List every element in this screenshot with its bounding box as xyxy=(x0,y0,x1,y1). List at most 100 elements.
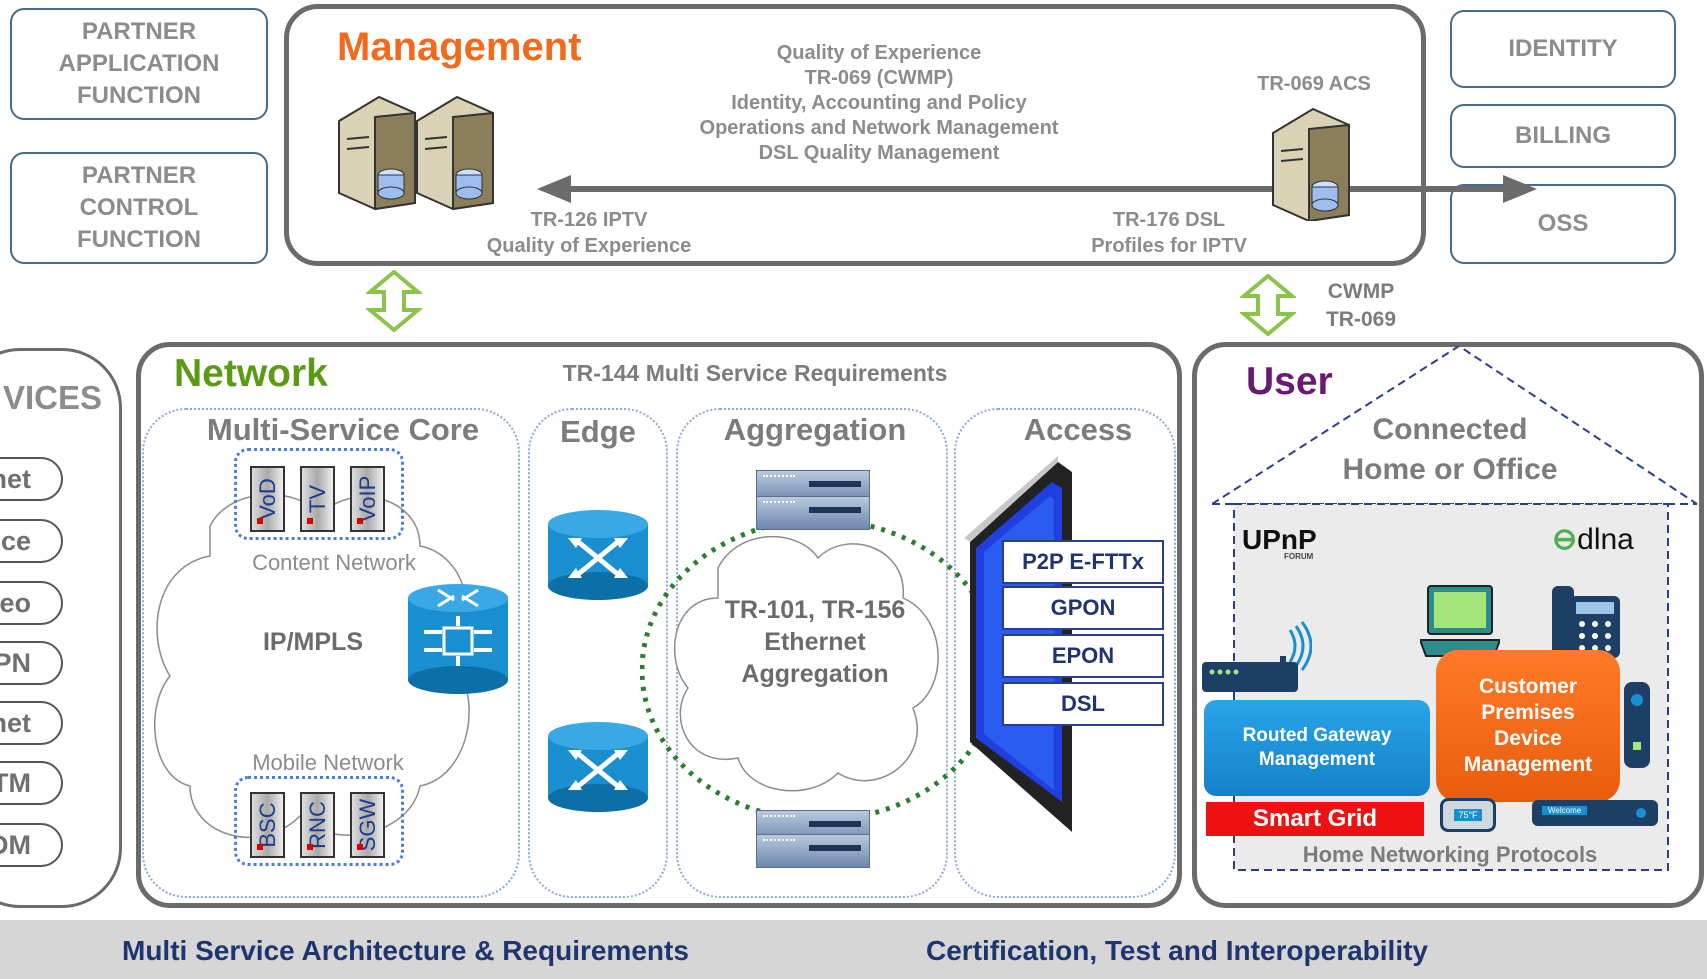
rnc-button: RNC xyxy=(300,792,335,858)
home-networking-protocols-label: Home Networking Protocols xyxy=(1302,842,1598,867)
tr126-line2: Quality of Experience xyxy=(486,235,692,257)
oss-box: OSS xyxy=(1450,184,1676,264)
voip-label: VoIP xyxy=(354,475,380,523)
rnc-label: RNC xyxy=(304,801,330,849)
content-network-group xyxy=(234,448,404,540)
tr176-line2: Profiles for IPTV xyxy=(1091,235,1247,257)
edge-router-bottom-icon xyxy=(548,722,648,812)
agg-switch-bottom-2 xyxy=(756,834,870,868)
settop-led xyxy=(1636,808,1646,818)
mgmt-network-arrow-icon xyxy=(366,270,422,332)
mobile-network-group xyxy=(234,776,404,866)
core-router-icon xyxy=(408,584,508,694)
agg-switch-top-2 xyxy=(756,496,870,530)
edge-zone xyxy=(528,408,668,898)
voip-button: VoIP xyxy=(350,466,385,532)
aggregation-cloud-icon xyxy=(673,536,939,792)
sgw-button: SGW xyxy=(350,792,385,858)
oss-label: OSS xyxy=(1537,210,1589,237)
identity-box: IDENTITY xyxy=(1450,10,1676,88)
partner-ctrl-line2: CONTROL xyxy=(79,194,199,221)
footer-bar xyxy=(0,920,1707,979)
tv-label: TV xyxy=(304,484,330,514)
core-zone xyxy=(142,408,520,898)
service-item-4: VPN xyxy=(0,641,63,685)
acs-label: TR-069 ACS xyxy=(1257,73,1371,95)
mobile-network-label: Mobile Network xyxy=(252,750,404,775)
management-panel: Management Quality of Experience TR-069 … xyxy=(284,4,1537,266)
access-epon: EPON xyxy=(1002,634,1164,678)
billing-box: BILLING xyxy=(1450,104,1676,168)
tr126-label: TR-126 IPTV Quality of Experience xyxy=(469,207,709,259)
smart-grid-banner: Smart Grid xyxy=(1206,802,1424,836)
core-zone-title: Multi-Service Core xyxy=(206,412,480,447)
footer-right-text: Certification, Test and Interoperability xyxy=(926,935,1429,966)
tr126-line1: TR-126 IPTV xyxy=(530,209,648,231)
tv-button: TV xyxy=(300,466,335,532)
access-dsl: DSL xyxy=(1002,682,1164,726)
access-p2p-fttx: P2P E-FTTx xyxy=(1002,540,1164,584)
acs-server-icon xyxy=(1272,107,1350,221)
services-panel: VICES ernet oice ideo VPN ernet ATM DM xyxy=(0,348,122,908)
network-subtitle: TR-144 Multi Service Requirements xyxy=(562,360,948,386)
aggregation-zone-title: Aggregation xyxy=(723,412,907,447)
mgmt-line-4: Operations and Network Management xyxy=(699,117,1059,139)
user-title: User xyxy=(1246,360,1333,403)
identity-label: IDENTITY xyxy=(1508,35,1618,62)
routed-gateway-line1: Routed Gateway xyxy=(1242,725,1392,746)
footer-left-text: Multi Service Architecture & Requirement… xyxy=(122,935,689,966)
agg-line3: Aggregation xyxy=(741,660,889,688)
partner-ctrl-line1: PARTNER xyxy=(81,162,197,189)
vod-button: VoD xyxy=(250,466,285,532)
aggregation-text: TR-101, TR-156 Ethernet Aggregation xyxy=(690,594,940,690)
service-item-2: oice xyxy=(0,519,63,563)
network-title: Network xyxy=(174,352,328,395)
settop-remote-icon xyxy=(1624,682,1650,768)
management-center-text: Quality of Experience TR-069 (CWMP) Iden… xyxy=(669,41,1089,166)
cpe-line4: Management xyxy=(1463,753,1593,776)
thermostat-icon: 75°F xyxy=(1440,798,1496,832)
content-network-label: Content Network xyxy=(252,550,416,575)
routed-gateway-line2: Management xyxy=(1258,749,1376,770)
service-item-6: ATM xyxy=(0,761,63,805)
dlna-text: dlna xyxy=(1577,523,1634,556)
welcome-label: Welcome xyxy=(1542,806,1588,815)
home-line1: Connected xyxy=(1372,413,1528,446)
dlna-logo: ⊖dlna xyxy=(1552,522,1634,557)
management-title: Management xyxy=(337,25,582,69)
mgmt-user-arrow-icon xyxy=(1240,274,1296,336)
tr176-line1: TR-176 DSL xyxy=(1112,209,1226,231)
connected-home-label: Connected Home or Office xyxy=(1300,410,1600,490)
access-zone xyxy=(954,408,1176,898)
service-item-5: ernet xyxy=(0,701,63,745)
services-title: VICES xyxy=(3,379,103,416)
ip-mpls-label: IP/MPLS xyxy=(262,628,363,656)
partner-control-function-box: PARTNER CONTROL FUNCTION xyxy=(10,152,268,264)
thermostat-label: 75°F xyxy=(1454,809,1482,821)
upnp-text: UPnP xyxy=(1242,524,1317,555)
dlna-icon: ⊖ xyxy=(1552,523,1578,556)
routed-gateway-box: Routed Gateway Management xyxy=(1204,700,1430,796)
cpe-line2: Premises xyxy=(1481,701,1575,724)
agg-line1: TR-101, TR-156 xyxy=(724,596,906,624)
home-line2: Home or Office xyxy=(1342,453,1558,486)
partner-application-function-box: PARTNER APPLICATION FUNCTION xyxy=(10,8,268,120)
agg-line2: Ethernet xyxy=(764,628,866,656)
vod-label: VoD xyxy=(254,478,280,520)
service-item-3: ideo xyxy=(0,581,63,625)
access-zone-title: Access xyxy=(1023,412,1133,447)
upnp-sub: FORUM xyxy=(1284,552,1314,561)
partner-app-line1: PARTNER xyxy=(81,18,197,45)
billing-label: BILLING xyxy=(1515,122,1611,149)
cpe-line3: Device xyxy=(1494,727,1562,750)
phone-icon xyxy=(1552,586,1620,658)
edge-router-top-icon xyxy=(548,510,648,600)
edge-zone-title: Edge xyxy=(560,414,636,449)
cwmp-label: CWMP TR-069 xyxy=(1306,278,1416,334)
server-icon xyxy=(338,95,494,211)
bsc-button: BSC xyxy=(250,792,285,858)
cwmp-line2: TR-069 xyxy=(1325,308,1397,331)
wifi-router-icon xyxy=(1202,621,1312,692)
upnp-logo: UPnP FORUM xyxy=(1242,524,1317,561)
mgmt-line-5: DSL Quality Management xyxy=(758,142,1000,164)
